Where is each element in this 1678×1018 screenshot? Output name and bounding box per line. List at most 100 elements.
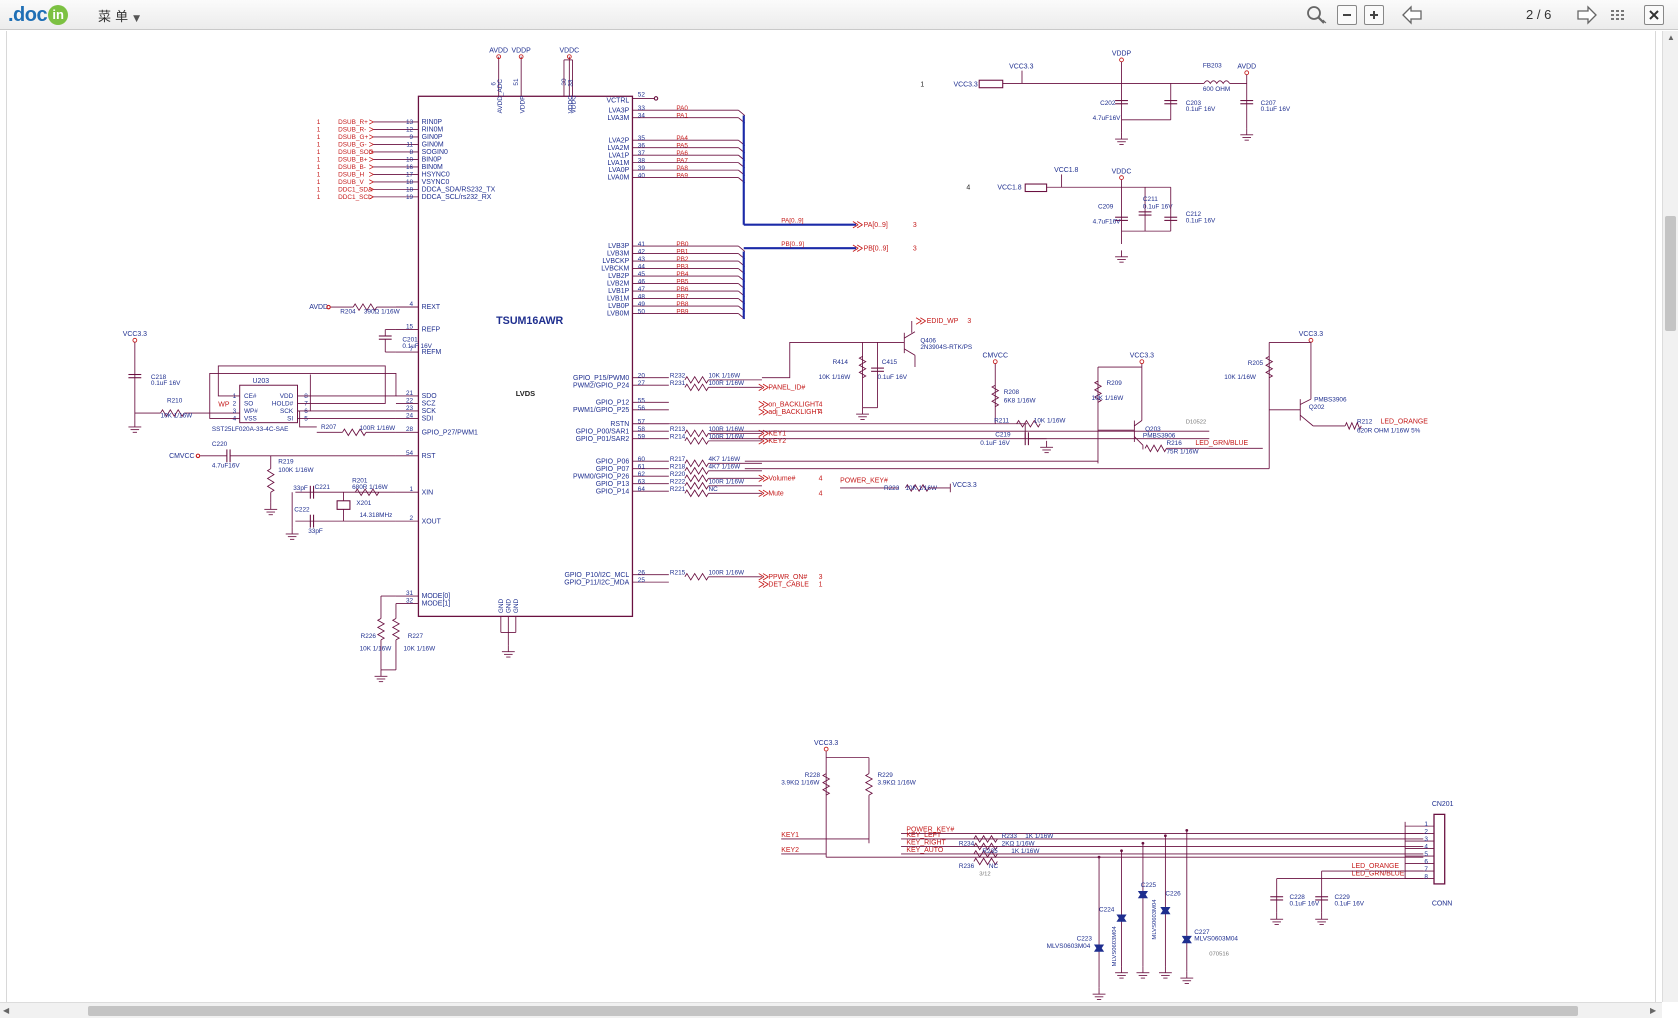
- connector-body: [1433, 813, 1446, 885]
- power-label: VDDP: [1112, 51, 1132, 58]
- wire-path: [684, 459, 709, 468]
- ref: C201: [402, 336, 418, 343]
- bus-label: PB[0..9]: [781, 241, 804, 248]
- pin-number: 32: [406, 597, 414, 604]
- pin-number: 2: [1424, 829, 1428, 836]
- sheet-ref: 4: [966, 184, 970, 191]
- docin-logo[interactable]: .doc in: [8, 1, 69, 29]
- vertical-scrollbar[interactable]: ▲: [1662, 31, 1678, 1002]
- close-icon[interactable]: [1644, 5, 1664, 25]
- value: 680R 1/16W: [352, 484, 389, 491]
- bus-port: PA[0..9]: [864, 222, 888, 229]
- pin-number: 55: [638, 397, 646, 404]
- test-point: [653, 96, 659, 101]
- value: NC: [708, 486, 718, 493]
- pin-name: VDDC: [571, 95, 578, 114]
- value: CONN: [1432, 900, 1452, 907]
- menu-label: 菜 单: [98, 10, 129, 25]
- value: 0.1uF 16V: [1290, 900, 1320, 907]
- ref: C229: [1334, 894, 1350, 901]
- wire-path: [160, 409, 185, 418]
- ref: U203: [253, 378, 270, 385]
- pin-number: 24: [406, 412, 414, 419]
- ref: CN201: [1432, 801, 1454, 808]
- wire-path: [369, 194, 374, 200]
- pin-number: 10: [406, 157, 414, 164]
- value: PMBS3906: [1314, 396, 1347, 403]
- menu-dropdown[interactable]: 菜 单▼: [98, 6, 140, 25]
- wire-path: [758, 580, 769, 588]
- scroll-left-icon[interactable]: ◀: [3, 1006, 10, 1015]
- net-label: PB2: [676, 256, 689, 263]
- ref: R220: [670, 471, 686, 478]
- value: 100R 1/16W: [708, 426, 745, 433]
- prev-page-icon[interactable]: [1400, 3, 1424, 27]
- wire: [738, 245, 746, 252]
- pin-name: SCZ: [422, 401, 437, 408]
- scroll-up-icon[interactable]: ▲: [1667, 33, 1675, 42]
- pin-number: 27: [638, 380, 646, 387]
- value: 4.7uF16V: [1093, 219, 1122, 226]
- pin-number: 1: [1424, 821, 1428, 828]
- wire-path: [684, 436, 709, 445]
- value: 0.1uF 16V: [151, 380, 181, 387]
- sheet-ref: 1: [317, 164, 321, 171]
- pin-number: 42: [638, 249, 646, 256]
- value: 10K 1/16W: [403, 646, 436, 653]
- net-label: DDC1_SCL: [338, 194, 372, 201]
- wire-path: [684, 481, 709, 490]
- wire-path: [342, 428, 367, 437]
- ref: C212: [1186, 211, 1202, 218]
- pin-name: GND: [505, 599, 512, 614]
- next-page-icon[interactable]: [1575, 3, 1599, 27]
- wire-path: [684, 474, 709, 483]
- vertical-scroll-thumb[interactable]: [1665, 216, 1676, 331]
- power-label: VCC1.8: [1054, 167, 1078, 174]
- page-current[interactable]: 2: [1526, 7, 1534, 22]
- net-label: KEY1: [781, 832, 799, 839]
- net-label: DSUB_SOG: [338, 149, 374, 156]
- pin-number: 13: [406, 119, 414, 126]
- wire-path: [369, 186, 374, 192]
- net-label: PA4: [676, 135, 688, 142]
- junction-dot: [1185, 829, 1189, 832]
- pin-name: LVA2M: [608, 145, 630, 152]
- value: 4.7uF16V: [1093, 115, 1122, 122]
- power-port: [566, 54, 572, 60]
- sheet-ref: 3: [819, 574, 823, 581]
- scroll-right-icon[interactable]: ▶: [1650, 1006, 1657, 1015]
- grid-view-icon[interactable]: [1606, 3, 1630, 27]
- zoom-out-icon[interactable]: [1337, 5, 1357, 25]
- wire-path: [369, 149, 374, 155]
- pin-name: SI: [287, 416, 293, 423]
- pin-number: 47: [638, 286, 646, 293]
- pin-number: 4: [410, 301, 414, 308]
- horizontal-scroll-thumb[interactable]: [88, 1006, 1578, 1016]
- sheet-ref: 1: [317, 187, 321, 194]
- pin-name: LVA0M: [608, 175, 630, 182]
- search-icon[interactable]: [1305, 3, 1329, 27]
- pin-number: 61: [638, 464, 646, 471]
- sheet-ref: 1: [317, 179, 321, 186]
- pin-number: 2: [233, 401, 237, 408]
- zoom-in-icon[interactable]: [1364, 5, 1384, 25]
- pin-number: 8: [410, 149, 414, 156]
- pin-name: AVDD_ADC: [497, 79, 504, 114]
- ref: R219: [278, 458, 294, 465]
- stamp-text: 070516: [1209, 952, 1229, 958]
- net-label: DET_CABLE: [768, 581, 809, 588]
- power-port: [518, 54, 524, 60]
- sheet-ref: 3: [913, 222, 917, 229]
- pin-name: SOGIN0: [422, 149, 448, 156]
- pin-number: 3: [1424, 836, 1428, 843]
- pin-number: 36: [638, 143, 646, 150]
- wire-path: [904, 483, 930, 492]
- horizontal-scrollbar[interactable]: ◀ ▶: [0, 1002, 1662, 1018]
- power-label: AVDD: [489, 47, 508, 54]
- pin-name: GPIO_P27/PWM1: [422, 429, 478, 436]
- pin-name: LVBCKP: [602, 258, 629, 265]
- wire-path: [758, 400, 769, 409]
- value: 0.1uF 16V: [878, 374, 908, 381]
- pin-number: 25: [638, 577, 646, 584]
